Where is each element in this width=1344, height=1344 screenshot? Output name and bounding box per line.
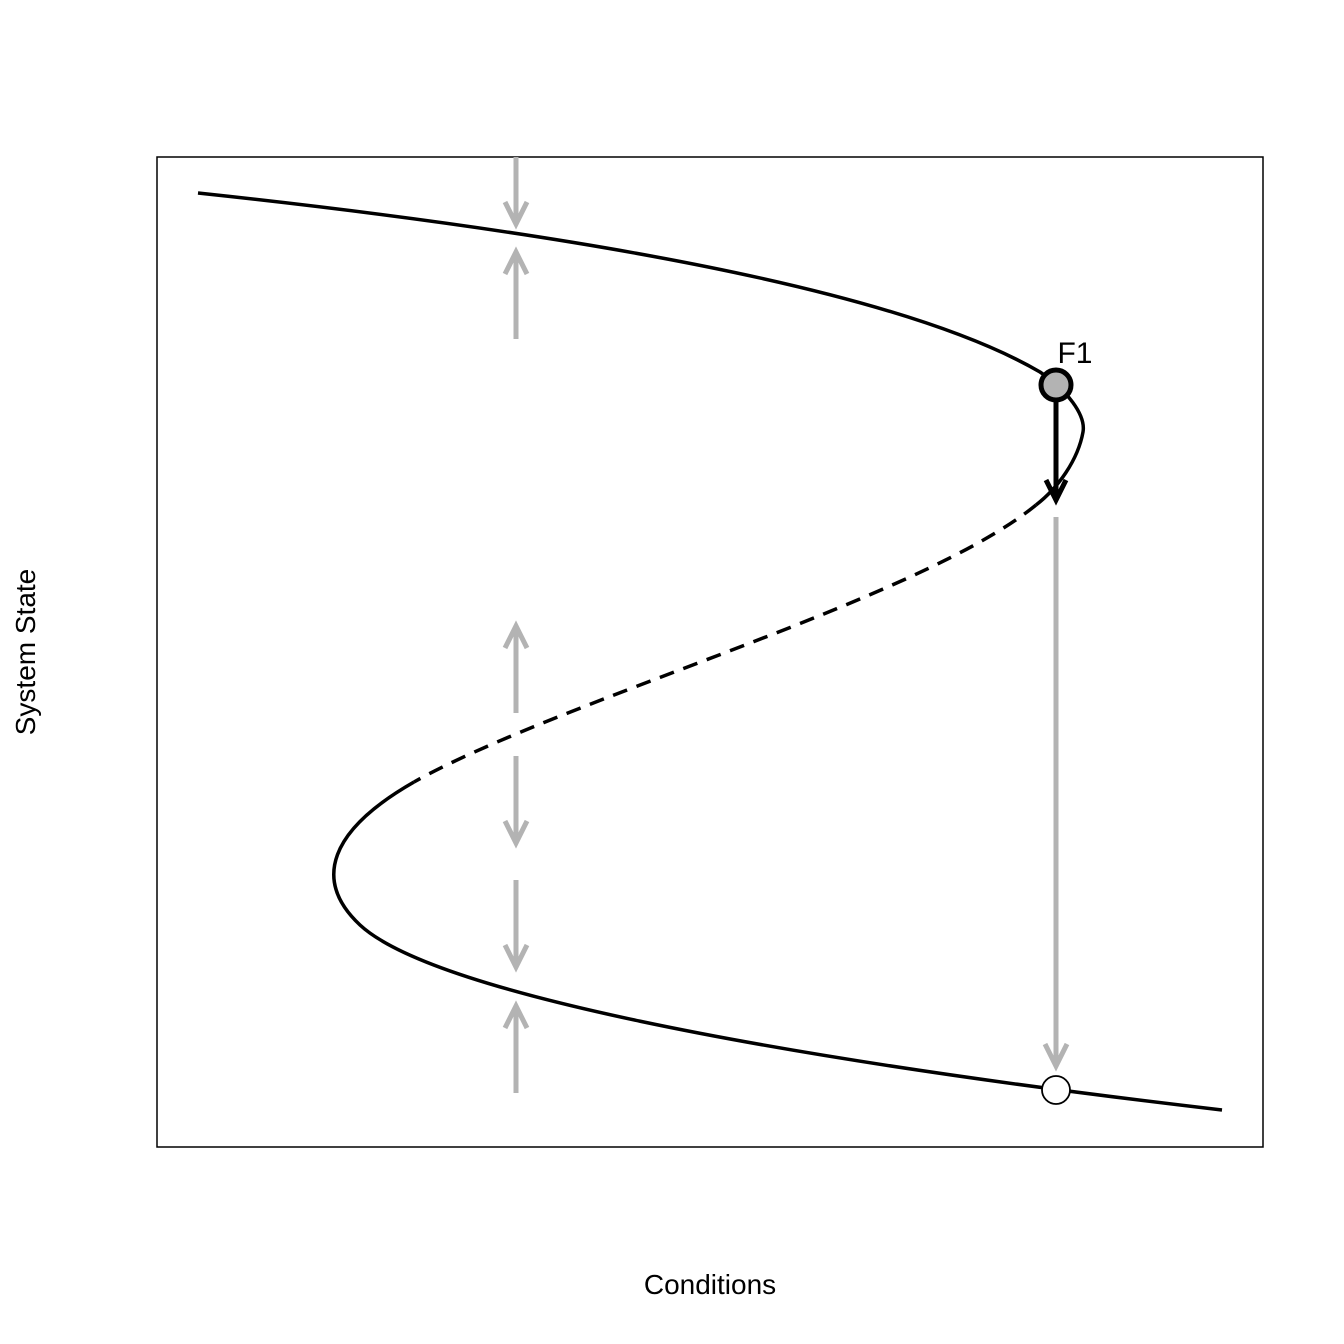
arrow-down-from-unstable-branch-head bbox=[502, 819, 530, 849]
drop-arrow bbox=[1043, 400, 1069, 506]
arrow-down-to-lower-branch-head bbox=[502, 943, 530, 973]
arrow-up-from-unstable-branch-head bbox=[502, 620, 530, 650]
equilibrium-curve bbox=[197, 191, 1223, 1112]
landing-point bbox=[1041, 1075, 1071, 1105]
plot-frame bbox=[156, 156, 1264, 1148]
arrow-up-to-upper-branch-head bbox=[502, 246, 530, 276]
fold-point-label: F1 bbox=[1057, 337, 1092, 370]
arrow-down-to-upper-branch-head bbox=[502, 200, 530, 230]
stability-arrows bbox=[502, 157, 1070, 1093]
upper-stable-branch bbox=[197, 191, 1086, 507]
drop-arrow-head bbox=[1043, 478, 1069, 506]
arrow-up-to-lower-branch-head bbox=[502, 1000, 530, 1030]
fold-point-f1 bbox=[1038, 367, 1074, 403]
collapse-arrow-to-lower-branch-head bbox=[1042, 1042, 1070, 1072]
x-axis-label: Conditions bbox=[644, 1269, 776, 1300]
y-axis-label: System State bbox=[10, 569, 41, 736]
lower-stable-branch bbox=[332, 780, 1223, 1112]
middle-unstable-branch bbox=[413, 503, 1038, 784]
